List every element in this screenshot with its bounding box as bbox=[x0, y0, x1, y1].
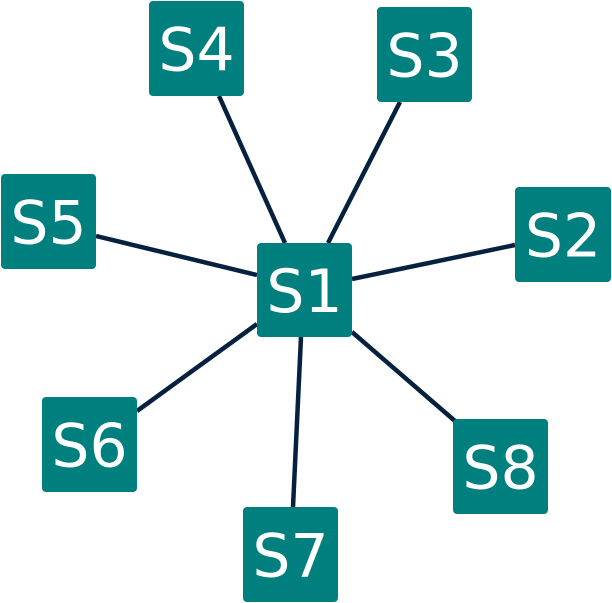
node-label-s7: S7 bbox=[252, 522, 328, 592]
node-s8: S8 bbox=[453, 419, 548, 514]
node-label-s2: S2 bbox=[525, 202, 601, 272]
node-s1: S1 bbox=[257, 243, 352, 337]
node-s7: S7 bbox=[243, 507, 338, 602]
node-box-s2 bbox=[515, 187, 611, 282]
node-label-s1: S1 bbox=[266, 257, 342, 327]
node-box-s7 bbox=[243, 507, 338, 602]
node-box-s1 bbox=[257, 243, 352, 337]
node-label-s5: S5 bbox=[10, 189, 86, 259]
node-box-s3 bbox=[377, 7, 472, 102]
edge-s1-s6 bbox=[135, 322, 259, 413]
node-s2: S2 bbox=[515, 187, 611, 282]
edge-s1-s2 bbox=[351, 242, 516, 282]
node-box-s6 bbox=[42, 397, 137, 492]
node-label-s6: S6 bbox=[51, 412, 127, 482]
edge-s1-s7 bbox=[290, 336, 304, 508]
node-box-s5 bbox=[1, 174, 96, 269]
node-label-s4: S4 bbox=[158, 16, 234, 86]
edge-s1-s5 bbox=[95, 233, 258, 278]
node-label-s8: S8 bbox=[462, 434, 538, 504]
edge-s1-s4 bbox=[216, 95, 288, 244]
node-s3: S3 bbox=[377, 7, 472, 102]
node-label-s3: S3 bbox=[386, 22, 462, 92]
node-s6: S6 bbox=[42, 397, 137, 492]
edge-s1-s3 bbox=[325, 100, 403, 245]
node-s4: S4 bbox=[149, 1, 244, 96]
node-box-s8 bbox=[453, 419, 548, 514]
edge-s1-s8 bbox=[350, 330, 457, 423]
node-box-s4 bbox=[149, 1, 244, 96]
edges-layer bbox=[95, 95, 516, 508]
node-s5: S5 bbox=[1, 174, 96, 269]
